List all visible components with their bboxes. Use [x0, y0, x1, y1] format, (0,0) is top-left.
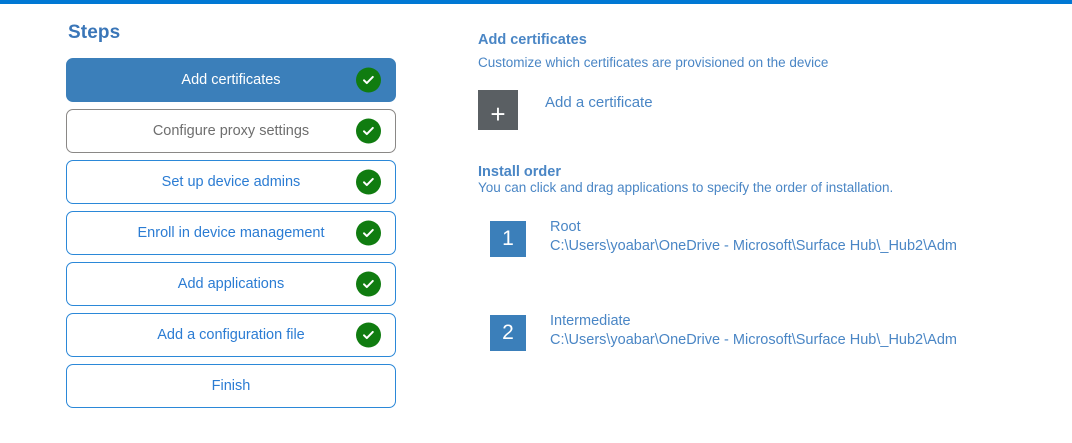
order-item-name: Intermediate: [550, 313, 631, 329]
order-item-text: Intermediate C:\Users\yoabar\OneDrive - …: [550, 312, 957, 350]
check-circle-icon: [356, 67, 381, 93]
step-enroll-in-device-management[interactable]: Enroll in device management: [66, 211, 396, 255]
detail-pane: Add certificates Customize which certifi…: [470, 4, 1072, 351]
step-label: Set up device admins: [161, 174, 301, 190]
order-item-text: Root C:\Users\yoabar\OneDrive - Microsof…: [550, 218, 957, 256]
top-accent-bar: [0, 0, 1072, 4]
install-order-item[interactable]: 1 Root C:\Users\yoabar\OneDrive - Micros…: [490, 218, 957, 257]
step-configure-proxy-settings[interactable]: Configure proxy settings: [66, 109, 396, 153]
step-label: Enroll in device management: [137, 225, 325, 241]
detail-subtitle: Customize which certificates are provisi…: [478, 55, 829, 70]
step-add-certificates[interactable]: Add certificates: [66, 58, 396, 102]
order-item-name: Root: [550, 219, 581, 235]
order-item-path: C:\Users\yoabar\OneDrive - Microsoft\Sur…: [550, 332, 957, 349]
install-order-subtitle: You can click and drag applications to s…: [478, 180, 894, 195]
step-add-a-configuration-file[interactable]: Add a configuration file: [66, 313, 396, 357]
plus-icon: +: [478, 90, 518, 130]
step-add-applications[interactable]: Add applications: [66, 262, 396, 306]
step-label: Add certificates: [181, 72, 281, 88]
order-index-badge: 1: [490, 221, 526, 257]
check-circle-icon: [356, 169, 381, 195]
step-label: Add a configuration file: [157, 327, 305, 343]
steps-pane: Steps Add certificates Configure proxy s…: [0, 4, 470, 408]
add-certificate-button[interactable]: + Add a certificate: [478, 90, 653, 130]
steps-list: Add certificates Configure proxy setting…: [66, 58, 396, 408]
steps-heading: Steps: [68, 22, 121, 43]
check-circle-icon: [356, 220, 381, 246]
step-label: Configure proxy settings: [152, 123, 310, 139]
order-index-badge: 2: [490, 315, 526, 351]
install-order-title: Install order: [478, 164, 561, 180]
detail-title: Add certificates: [478, 32, 587, 48]
check-circle-icon: [356, 271, 381, 297]
step-set-up-device-admins[interactable]: Set up device admins: [66, 160, 396, 204]
install-order-item[interactable]: 2 Intermediate C:\Users\yoabar\OneDrive …: [490, 312, 957, 351]
page-root: Steps Add certificates Configure proxy s…: [0, 4, 1072, 443]
check-circle-icon: [356, 322, 381, 348]
install-order-list: 1 Root C:\Users\yoabar\OneDrive - Micros…: [478, 218, 1072, 351]
order-item-path: C:\Users\yoabar\OneDrive - Microsoft\Sur…: [550, 238, 957, 255]
check-circle-icon: [356, 118, 381, 144]
step-finish[interactable]: Finish: [66, 364, 396, 408]
add-certificate-label: Add a certificate: [545, 94, 653, 111]
step-label: Finish: [211, 378, 251, 394]
step-label: Add applications: [177, 276, 285, 292]
